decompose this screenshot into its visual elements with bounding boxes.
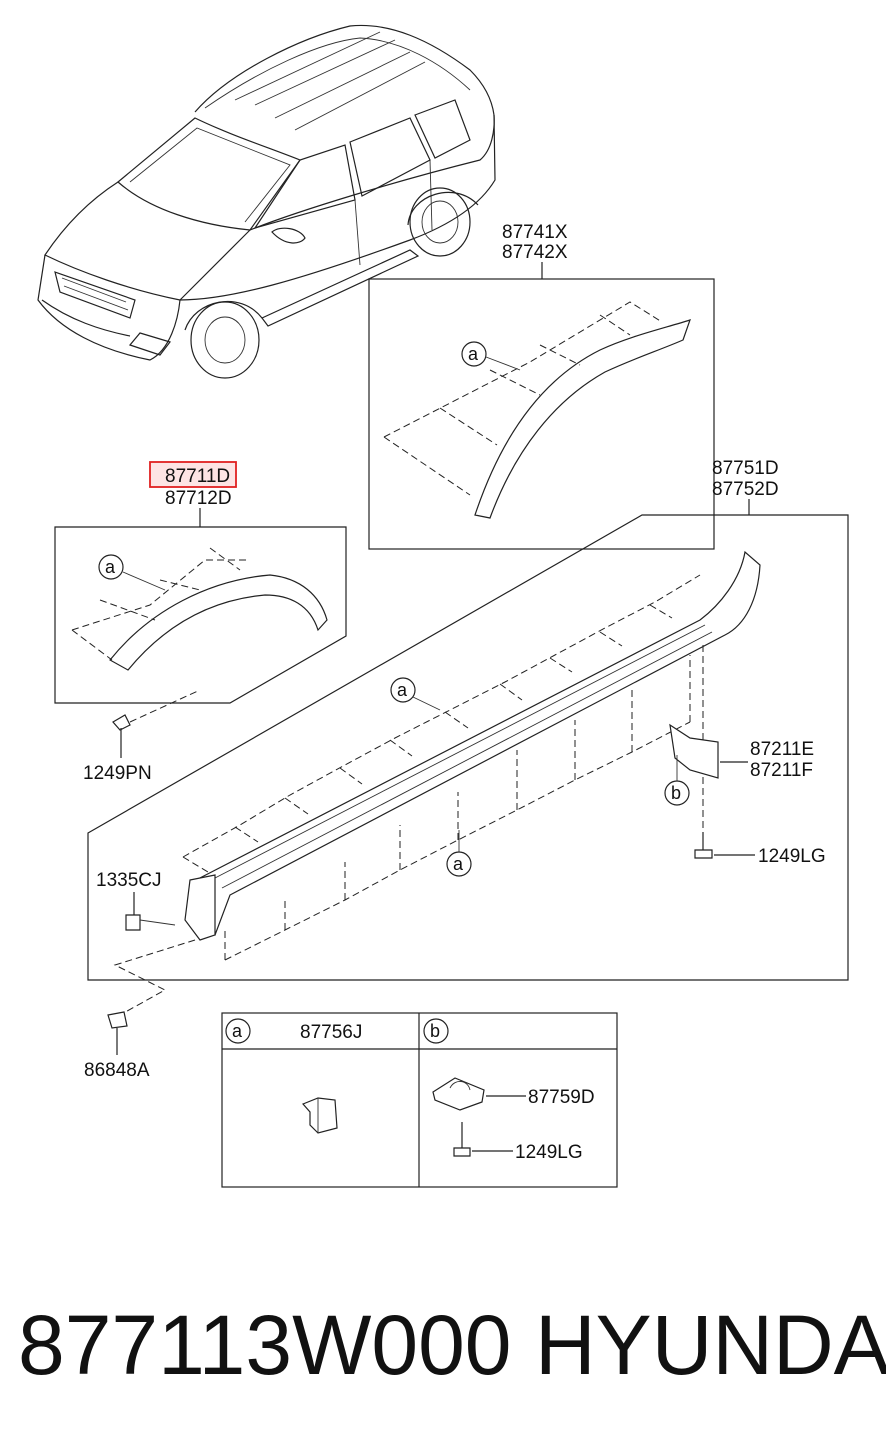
- legend-part-1249lg: 1249LG: [515, 1142, 583, 1163]
- callout-circle-a: [390, 677, 416, 703]
- legend-part-87759d: 87759D: [528, 1087, 595, 1108]
- side-sill-moulding: [195, 550, 761, 936]
- legend-key-a-label: a: [232, 1021, 243, 1041]
- part-label-1335cj: 1335CJ: [96, 870, 162, 891]
- part-label-87751d: 87751D: [712, 458, 779, 479]
- side-sill-group: 87751D 87752D a: [87, 458, 849, 981]
- screw-1249pn: 1249PN: [83, 689, 201, 784]
- side-sill-box: [87, 514, 849, 981]
- callout-a-label: a: [105, 557, 116, 577]
- front-arch-box: [54, 526, 347, 704]
- highlight-box: [149, 461, 237, 488]
- part-label-86848a: 86848A: [84, 1060, 150, 1081]
- vehicle-illustration: [37, 24, 496, 379]
- part-label-87712d: 87712D: [165, 488, 232, 509]
- part-label-87711d: 87711D: [165, 466, 230, 487]
- rear-wheel-arch-moulding: [474, 319, 691, 519]
- part-label-87211f: 87211F: [750, 760, 813, 781]
- fastener-86848a: 86848A: [84, 939, 196, 1081]
- legend-key-b: [423, 1018, 449, 1044]
- callout-a-label: a: [397, 680, 408, 700]
- legend-part-87756j: 87756J: [300, 1022, 362, 1043]
- part-label-87211e: 87211E: [750, 739, 814, 760]
- legend-key-a: [225, 1018, 251, 1044]
- footer-brand: HYUNDAI: [535, 1298, 886, 1392]
- part-label-1249pn: 1249PN: [83, 763, 152, 784]
- callout-a-label: a: [468, 344, 479, 364]
- callout-a-label: a: [453, 854, 464, 874]
- legend-key-b-label: b: [430, 1021, 440, 1041]
- rear-arch-box: [368, 278, 715, 550]
- bracket-87211: [669, 723, 719, 779]
- front-wheel-arch-moulding: [109, 574, 328, 671]
- clip-87756j-drawing: [301, 1097, 338, 1134]
- rear-arch-moulding-group: 87741X 87742X a: [368, 222, 715, 550]
- callout-b-label: b: [671, 783, 681, 803]
- front-arch-moulding-group: 87711D 87712D a: [54, 461, 347, 704]
- part-label-1249lg: 1249LG: [758, 846, 826, 867]
- part-label-87741x: 87741X: [502, 222, 568, 243]
- footer-part-number: 877113W000: [18, 1298, 512, 1392]
- part-label-87752d: 87752D: [712, 479, 779, 500]
- part-label-87742x: 87742X: [502, 242, 568, 263]
- callout-circle-a: [98, 554, 124, 580]
- nut-87759d-drawing: [432, 1077, 485, 1111]
- callout-circle-a: [461, 341, 487, 367]
- legend-table: a 87756J b 87759D 1249LG: [221, 1012, 618, 1188]
